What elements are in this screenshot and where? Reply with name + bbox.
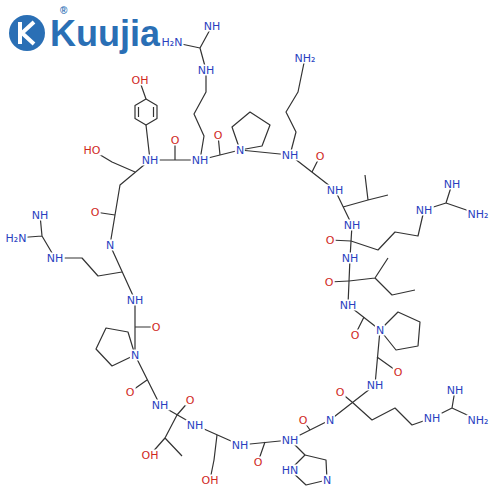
macrocycle-backbone <box>110 150 380 445</box>
atom-label: NH <box>231 440 250 451</box>
atom-label: NH <box>203 21 222 32</box>
atom-label: NH <box>197 65 216 76</box>
atom-label: O <box>185 395 196 406</box>
atom-label: NH₂ <box>467 209 490 220</box>
atom-label: O <box>350 330 361 341</box>
atom-label: NH <box>443 179 462 190</box>
atom-label: NH <box>126 295 145 306</box>
atom-label: O <box>325 235 336 246</box>
atom-label: NH <box>281 150 300 161</box>
atom-label: O <box>170 135 181 146</box>
atom-label: NH <box>423 413 442 424</box>
atom-label: O <box>90 207 101 218</box>
atom-label: N <box>130 350 140 361</box>
atom-label: HN <box>281 465 300 476</box>
atom-label: NH <box>281 435 300 446</box>
arginine-chain <box>351 184 478 250</box>
atom-label: NH <box>366 380 385 391</box>
atom-label: O <box>298 415 309 426</box>
serine-chain <box>210 435 217 480</box>
atom-label: N <box>322 475 332 486</box>
atom-label: O <box>315 151 326 162</box>
atom-label: O <box>393 367 404 378</box>
atom-label: NH <box>415 205 434 216</box>
lysine-chain <box>286 58 305 155</box>
atom-label: NH <box>31 210 50 221</box>
atom-label: OH <box>141 450 160 461</box>
atom-label: NH <box>186 420 205 431</box>
atom-label: O <box>253 457 264 468</box>
atom-label: N <box>105 240 115 251</box>
atom-label: NH <box>343 220 362 231</box>
atom-label: NH <box>339 300 358 311</box>
proline-ring <box>380 312 420 350</box>
logo-icon <box>9 15 45 51</box>
atom-label: NH <box>341 253 360 264</box>
logo-icon-mark <box>20 22 34 44</box>
phenyl-double-bonds <box>139 107 154 117</box>
atom-label: O <box>324 277 335 288</box>
atom-label: NH <box>46 253 65 264</box>
atom-label: NH <box>446 385 465 396</box>
arginine-chain <box>16 215 122 276</box>
logo-text: ® <box>60 6 67 16</box>
isoleucine-chain <box>349 258 415 295</box>
phenyl-ring <box>135 99 157 125</box>
logo-text: Kuujia <box>50 16 160 52</box>
atom-label: N <box>375 325 385 336</box>
atom-label: N <box>325 415 335 426</box>
atom-label: O <box>213 130 224 141</box>
carbonyl-bonds <box>95 135 398 462</box>
atom-label: O <box>125 387 136 398</box>
atom-label: NH <box>141 155 160 166</box>
atom-label: H₂N <box>5 233 28 244</box>
valine-chain <box>343 175 388 207</box>
atom-label: O <box>335 387 346 398</box>
atom-label: OH <box>131 75 150 86</box>
atom-label: OH <box>201 475 220 486</box>
atom-label: O <box>151 322 162 333</box>
atom-label: NH <box>191 155 210 166</box>
atom-label: NH₂ <box>467 415 490 426</box>
atom-label: HO <box>83 145 102 156</box>
atom-label: NH <box>326 185 345 196</box>
atom-label: NH₂ <box>294 53 317 64</box>
atom-label: N <box>235 145 245 156</box>
atom-label: NH <box>151 400 170 411</box>
tyrosine-chain <box>140 82 150 160</box>
atom-label: H₂N <box>161 37 184 48</box>
